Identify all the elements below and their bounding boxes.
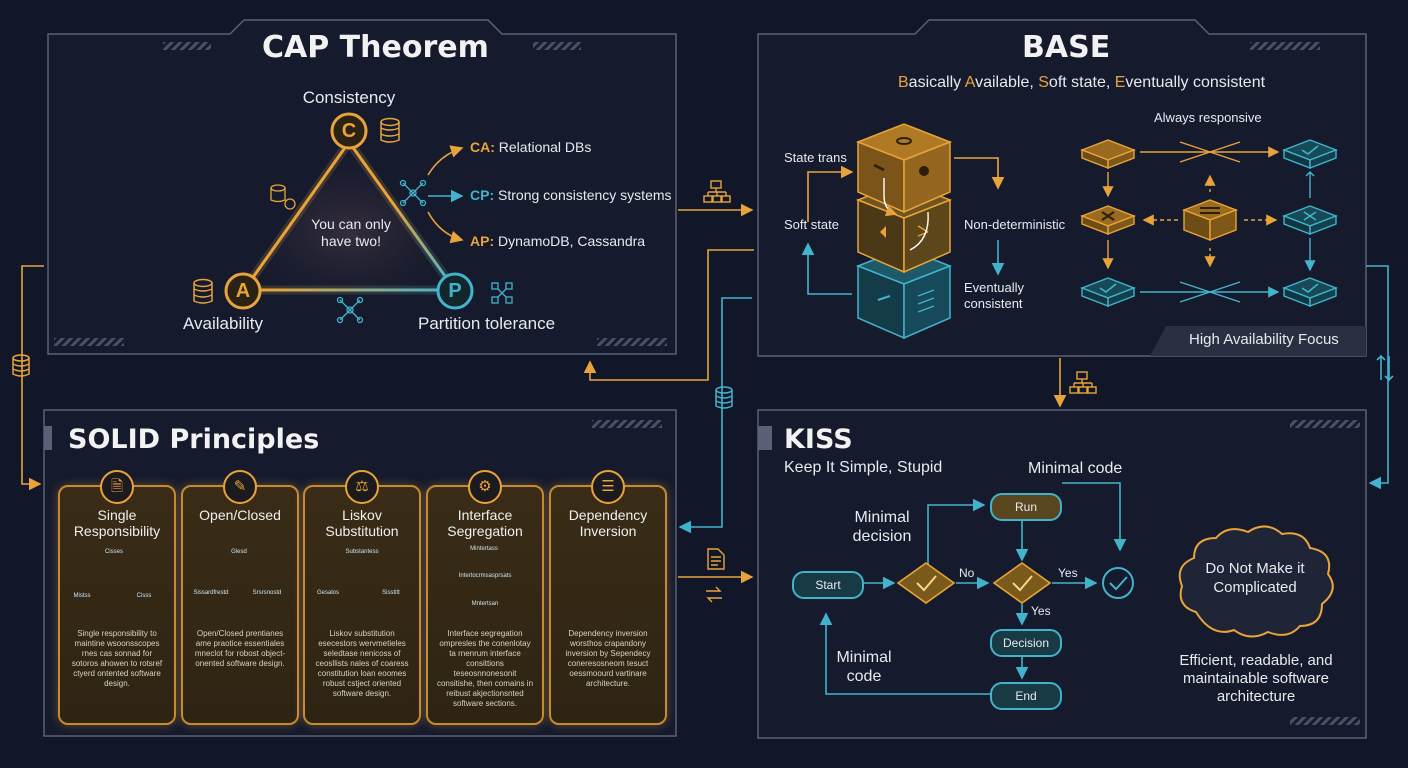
diagram-box-label: Mntertsan <box>471 601 499 607</box>
network-icon <box>336 296 364 324</box>
kiss-end-node: End <box>990 682 1062 710</box>
card-title: Single Responsibility <box>73 507 161 539</box>
solid-card-interface-segregation: ⚙ Interface Segregation Interface segreg… <box>426 470 544 725</box>
base-non-deterministic-label: Non-deterministic <box>964 217 1066 232</box>
base-state-grid <box>1080 139 1338 308</box>
cap-triangle <box>235 134 464 295</box>
kiss-no-label: No <box>959 566 975 580</box>
kiss-cloud-text: Do Not Make it Complicated <box>1205 560 1305 596</box>
network-icon <box>399 179 427 207</box>
diagram-box-label: Srsrsnostd <box>252 590 282 596</box>
diagram-box-label: Mintertass <box>470 546 498 552</box>
cap-node-p <box>436 272 474 310</box>
cap-availability-label: Availability <box>183 314 264 333</box>
card-body: Open/Closed prentianes ame praotice esse… <box>194 629 286 668</box>
cap-node-c-letter: C <box>341 120 357 142</box>
cap-node-a-letter: A <box>235 280 251 302</box>
database-icon <box>12 354 30 377</box>
cap-ca-item: CA: Relational DBs <box>470 139 592 155</box>
base-footer-label: High Availability Focus <box>1189 331 1339 348</box>
database-cluster-icon <box>270 184 296 210</box>
database-icon <box>380 117 400 143</box>
edit-icon: ✎ <box>223 470 257 504</box>
card-title: Dependency Inversion <box>568 507 648 539</box>
card-body: Liskov substitution esecestors wervmetie… <box>315 629 409 698</box>
solid-card-liskov: ⚖ Liskov Substitution Liskov substitutio… <box>303 470 421 725</box>
cap-partition-label: Partition tolerance <box>418 314 556 333</box>
kiss-tagline: Efficient, readable, and maintainable so… <box>1179 652 1333 705</box>
database-icon <box>715 386 733 409</box>
base-cube-stack <box>855 123 953 340</box>
kiss-decision-node: Decision <box>990 629 1062 657</box>
base-title: BASE <box>1022 30 1111 65</box>
diagram-box-label: Mistss <box>73 593 91 599</box>
base-flow-arrows <box>801 157 1005 295</box>
card-body: Dependency inversion worsthos crapandony… <box>565 629 651 688</box>
kiss-decision-diamond <box>992 562 1052 604</box>
diagram-box-label: Cisses <box>104 549 124 555</box>
cap-title: CAP Theorem <box>262 30 489 65</box>
hierarchy-icon: ☰ <box>591 470 625 504</box>
cap-node-a <box>224 272 262 310</box>
kiss-subtitle: Keep It Simple, Stupid <box>784 459 943 476</box>
kiss-yes-label: Yes <box>1058 566 1078 580</box>
kiss-start-node: Start <box>792 571 864 599</box>
base-eventually-consistent-label: Eventually consistent <box>964 280 1024 311</box>
cap-center-text: You can only have two! <box>311 216 391 249</box>
cap-cp-item: CP: Strong consistency systems <box>470 187 672 203</box>
cloud-shape <box>1178 525 1334 638</box>
swap-arrows-icon <box>706 586 722 603</box>
kiss-minimal-code-top: Minimal code <box>1028 460 1123 477</box>
kiss-decision-diamond <box>896 562 956 604</box>
kiss-flow-lines <box>819 482 1127 695</box>
base-subtitle: Basically Available, Soft state, Eventua… <box>898 74 1266 91</box>
base-always-responsive-label: Always responsive <box>1154 110 1262 125</box>
swap-vertical-icon <box>1376 354 1394 382</box>
gear-icon: ⚙ <box>468 470 502 504</box>
kiss-panel-frame <box>757 409 1367 739</box>
network-icon <box>491 282 513 304</box>
diagram-box-label: Substantess <box>345 549 379 555</box>
check-circle-icon <box>1102 567 1134 599</box>
cap-consistency-label: Consistency <box>302 88 396 107</box>
solid-card-open-closed: ✎ Open/Closed Open/Closed prentianes ame… <box>181 470 299 725</box>
card-title: Open/Closed <box>199 507 281 523</box>
kiss-minimal-decision: Minimal decision <box>852 509 912 545</box>
hierarchy-icon <box>703 180 731 203</box>
kiss-minimal-code-left: Minimal code <box>836 649 892 685</box>
card-body: Single responsibility to maintine wsoons… <box>71 629 163 688</box>
diagram-box-label: Intertocrmsasprsats <box>458 573 512 579</box>
card-title: Interface Segregation <box>447 507 523 539</box>
scales-icon: ⚖ <box>345 470 379 504</box>
document-icon <box>707 548 725 570</box>
card-body: Interface segregation ompresles the cone… <box>436 629 534 708</box>
diagram-box-label: Cisss <box>136 593 152 599</box>
base-panel-frame <box>757 19 1367 357</box>
document-icon: 🗎 <box>100 470 134 504</box>
database-icon <box>193 278 213 304</box>
cap-node-p-letter: P <box>448 280 462 302</box>
diagram-box-label: Sisstitt <box>382 590 400 596</box>
solid-card-dependency-inversion: ☰ Dependency Inversion Dependency invers… <box>549 470 667 725</box>
cap-legend-pointers <box>427 145 464 244</box>
solid-card-single-responsibility: 🗎 Single Responsibility Single responsib… <box>58 470 176 725</box>
diagram-box-label: Gesalos <box>316 590 340 596</box>
hierarchy-icon <box>1069 371 1097 394</box>
solid-title: SOLID Principles <box>68 424 320 455</box>
kiss-yes-label: Yes <box>1031 604 1051 618</box>
base-soft-state-label: Soft state <box>784 217 839 232</box>
card-title: Liskov Substitution <box>325 507 399 539</box>
diagram-box-label: Glesd <box>231 549 247 555</box>
base-state-trans-label: State trans <box>784 150 847 165</box>
kiss-title: KISS <box>784 424 853 455</box>
cap-node-c <box>330 112 368 150</box>
kiss-run-node: Run <box>990 493 1062 521</box>
cap-ap-item: AP: DynamoDB, Cassandra <box>470 233 646 249</box>
diagram-box-label: Sissardfrestd <box>193 590 229 596</box>
panel-connectors <box>21 203 1389 584</box>
